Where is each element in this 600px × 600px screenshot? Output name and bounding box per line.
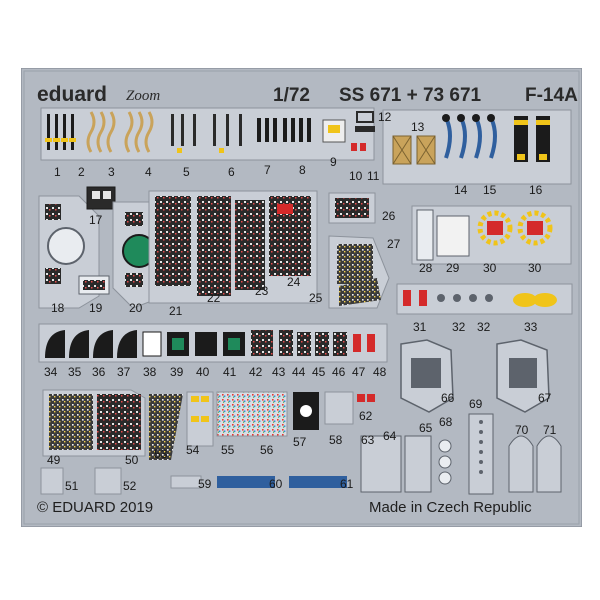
part-number: 50 <box>125 453 139 467</box>
parts-harness-right <box>382 109 572 185</box>
part-number: 21 <box>169 304 183 318</box>
part-number: 24 <box>287 275 301 289</box>
origin-text: Made in Czech Republic <box>369 499 532 516</box>
part-number: 9 <box>330 155 337 169</box>
part-number: 63 <box>361 433 375 447</box>
parts-instrument-left <box>38 186 156 309</box>
parts-main-console <box>148 190 318 304</box>
part-number: 8 <box>299 163 306 177</box>
part-number: 61 <box>340 477 354 491</box>
part-number: 13 <box>411 120 425 134</box>
part-number: 60 <box>269 477 283 491</box>
part-number: 11 <box>367 169 380 183</box>
part-number: 34 <box>44 365 58 379</box>
part-number: 64 <box>383 429 397 443</box>
parts-side-console <box>328 192 390 309</box>
part-number: 40 <box>196 365 210 379</box>
part-number: 65 <box>419 421 433 435</box>
part-number: 19 <box>89 301 103 315</box>
part-number: 38 <box>143 365 157 379</box>
part-number: 45 <box>312 365 326 379</box>
part-number: 58 <box>329 433 343 447</box>
part-number: 71 <box>543 423 557 437</box>
part-number: 4 <box>145 165 152 179</box>
part-number: 14 <box>454 183 468 197</box>
parts-row-1 <box>40 107 375 161</box>
part-number: 48 <box>373 365 387 379</box>
part-number: 69 <box>469 397 483 411</box>
part-number: 17 <box>89 213 103 227</box>
scale-label: 1/72 <box>273 85 310 106</box>
aircraft-label: F-14A <box>525 85 578 106</box>
part-number: 28 <box>419 261 433 275</box>
part-number: 46 <box>332 365 346 379</box>
part-number: 41 <box>223 365 237 379</box>
part-number: 29 <box>446 261 460 275</box>
part-number: 36 <box>92 365 106 379</box>
parts-canopy-frames <box>360 339 562 495</box>
part-number: 22 <box>207 291 221 305</box>
part-number: 62 <box>359 409 373 423</box>
part-number-labels: 1 2 3 4 5 6 7 8 9 10 11 12 13 14 15 16 1… <box>44 110 557 493</box>
part-number: 42 <box>249 365 263 379</box>
part-number: 15 <box>483 183 497 197</box>
part-number: 23 <box>255 284 269 298</box>
part-number: 44 <box>292 365 306 379</box>
part-number: 35 <box>68 365 82 379</box>
part-number: 70 <box>515 423 529 437</box>
parts-release-handles <box>396 283 573 315</box>
part-number: 52 <box>123 479 137 493</box>
part-number: 27 <box>387 237 401 251</box>
part-number: 25 <box>309 291 323 305</box>
part-number: 1 <box>54 165 61 179</box>
parts-seat-right <box>411 205 572 265</box>
part-number: 10 <box>349 169 363 183</box>
part-number: 26 <box>382 209 396 223</box>
brand-logo-text: eduard <box>37 83 107 106</box>
part-number: 12 <box>378 110 392 124</box>
product-code: SS 671 + 73 671 <box>339 85 482 106</box>
copyright-text: © EDUARD 2019 <box>37 499 153 516</box>
part-number: 16 <box>529 183 543 197</box>
part-number: 7 <box>264 163 271 177</box>
part-number: 32 <box>477 320 491 334</box>
part-number: 47 <box>352 365 366 379</box>
part-number: 53 <box>154 447 168 461</box>
part-number: 2 <box>78 165 85 179</box>
parts-instruments-row <box>38 323 388 363</box>
part-number: 54 <box>186 443 200 457</box>
part-number: 33 <box>524 320 538 334</box>
part-number: 68 <box>439 415 453 429</box>
part-number: 37 <box>117 365 131 379</box>
part-number: 59 <box>198 477 212 491</box>
part-number: 30 <box>528 261 542 275</box>
brand-sub-text: Zoom <box>126 88 160 104</box>
part-number: 43 <box>272 365 286 379</box>
part-number: 5 <box>183 165 190 179</box>
part-number: 6 <box>228 165 235 179</box>
part-number: 67 <box>538 391 552 405</box>
part-number: 56 <box>260 443 274 457</box>
part-number: 66 <box>441 391 455 405</box>
part-number: 18 <box>51 301 65 315</box>
part-number: 55 <box>221 443 235 457</box>
photo-etch-fret: eduard Zoom 1/72 SS 671 + 73 671 F-14A <box>21 68 582 527</box>
parts-lower-consoles <box>42 389 375 460</box>
part-number: 3 <box>108 165 115 179</box>
part-number: 39 <box>170 365 184 379</box>
part-number: 49 <box>47 453 61 467</box>
part-number: 30 <box>483 261 497 275</box>
parts-bottom-strips <box>40 467 347 495</box>
part-number: 32 <box>452 320 466 334</box>
part-number: 57 <box>293 435 307 449</box>
part-number: 51 <box>65 479 79 493</box>
part-number: 20 <box>129 301 143 315</box>
part-number: 31 <box>413 320 427 334</box>
